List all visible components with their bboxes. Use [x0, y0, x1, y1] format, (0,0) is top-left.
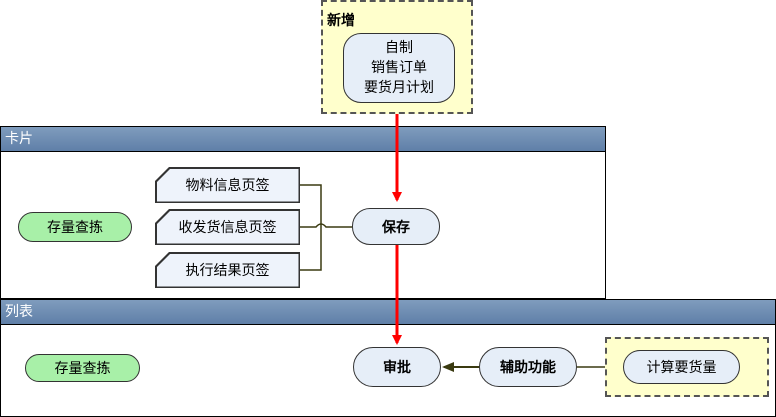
approve-button[interactable]: 审批 — [353, 347, 441, 387]
source-item-sales-order: 销售订单 — [371, 60, 427, 76]
tab-shipping-info[interactable]: 收发货信息页签 — [156, 210, 299, 244]
new-source-list: 自制 销售订单 要货月计划 — [343, 33, 455, 103]
tab-execution-result[interactable]: 执行结果页签 — [156, 253, 299, 287]
card-lane: 卡片 — [0, 126, 606, 299]
list-stock-check[interactable]: 存量查拣 — [25, 354, 140, 382]
aux-function-button[interactable]: 辅助功能 — [479, 347, 577, 387]
new-source-box: 新增 自制 销售订单 要货月计划 — [321, 0, 473, 114]
list-lane-header: 列表 — [1, 300, 775, 325]
tab-material-info[interactable]: 物料信息页签 — [156, 168, 299, 202]
save-button[interactable]: 保存 — [352, 208, 440, 245]
card-stock-check[interactable]: 存量查拣 — [18, 212, 132, 242]
calc-demand-button[interactable]: 计算要货量 — [623, 350, 740, 384]
card-lane-header: 卡片 — [1, 127, 605, 152]
source-item-self-made: 自制 — [385, 40, 413, 56]
source-item-monthly-plan: 要货月计划 — [364, 80, 434, 96]
tab-connector — [300, 184, 352, 271]
new-source-title: 新增 — [327, 13, 355, 29]
